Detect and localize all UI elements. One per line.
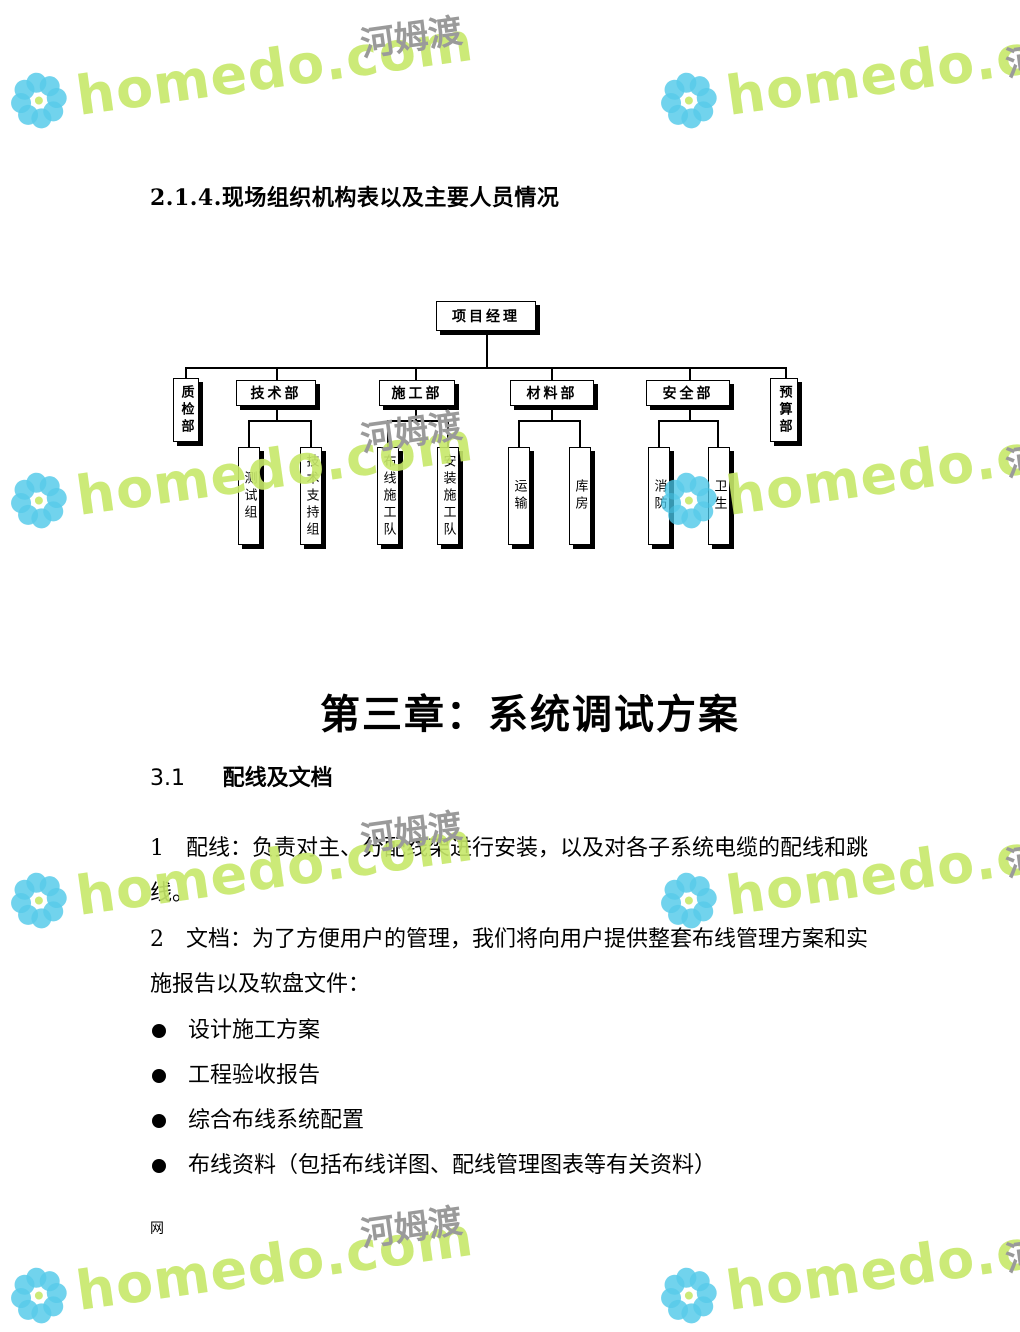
org-dept-quality: 质检部 <box>173 378 199 442</box>
list-item: 综合布线系统配置 <box>150 1098 716 1143</box>
dept-drop-line <box>185 367 187 382</box>
dept-drop-line <box>689 367 691 382</box>
group-connector <box>415 406 417 420</box>
org-group-install: 安装施工队 <box>437 447 459 545</box>
group-connector <box>689 406 691 420</box>
group-drop-line <box>658 420 660 448</box>
dept-drop-line <box>276 367 278 382</box>
group-drop-line <box>248 420 250 448</box>
org-root-box: 项目经理 <box>436 301 536 331</box>
chapter-title: 第三章：系统调试方案 <box>320 691 740 738</box>
group-drop-line <box>387 420 389 448</box>
section-heading: 2.1.4.现场组织机构表以及主要人员情况 <box>150 185 560 211</box>
group-bus-line <box>518 420 580 422</box>
org-group-transport: 运输 <box>508 447 530 545</box>
page-footer: 网 <box>150 1221 164 1237</box>
bullet-icon <box>152 1023 166 1038</box>
watermark-brand-cn: 河姆渡 <box>1003 1226 1020 1280</box>
watermark-brand-text: homedo.com <box>722 9 1020 128</box>
list-item-text: 综合布线系统配置 <box>188 1108 365 1133</box>
dept-drop-line <box>415 367 417 382</box>
org-dept-budget: 预算部 <box>770 378 798 442</box>
list-item-text: 设计施工方案 <box>188 1018 321 1043</box>
subsection-number: 3.1 <box>150 766 185 791</box>
watermark-brand-cn: 河姆渡 <box>358 1201 465 1255</box>
list-item: 设计施工方案 <box>150 1008 716 1053</box>
list-item-text: 布线资料（包括布线详图、配线管理图表等有关资料） <box>188 1153 717 1178</box>
org-dept-construction: 施工部 <box>379 380 455 406</box>
org-dept-material: 材料部 <box>510 380 594 406</box>
watermark-brand-cn: 河姆渡 <box>1003 31 1020 85</box>
org-dept-safety: 安全部 <box>646 380 730 406</box>
bullet-icon <box>152 1068 166 1083</box>
watermark-brand-cn: 河姆渡 <box>1003 431 1020 485</box>
group-bus-line <box>658 420 718 422</box>
org-dept-tech: 技术部 <box>236 380 316 406</box>
group-drop-line <box>310 420 312 448</box>
dept-drop-line <box>785 367 787 382</box>
group-bus-line <box>248 420 311 422</box>
group-connector <box>551 406 553 420</box>
root-connector <box>486 333 488 367</box>
dept-bus-line <box>185 367 785 369</box>
paragraph-documents: 2 文档：为了方便用户的管理，我们将向用户提供整套布线管理方案和实施报告以及软盘… <box>150 927 868 997</box>
subsection-title: 配线及文档 <box>222 765 333 791</box>
group-drop-line <box>447 420 449 448</box>
group-drop-line <box>717 420 719 448</box>
org-group-fire: 消防 <box>648 447 670 545</box>
org-group-test: 测试组 <box>238 447 260 545</box>
document-list: 设计施工方案 工程验收报告 综合布线系统配置 布线资料（包括布线详图、配线管理图… <box>150 1008 716 1188</box>
dept-drop-line <box>551 367 553 382</box>
group-drop-line <box>579 420 581 448</box>
list-item-text: 工程验收报告 <box>188 1063 321 1088</box>
list-item: 布线资料（包括布线详图、配线管理图表等有关资料） <box>150 1143 716 1188</box>
subsection-heading: 3.1 配线及文档 <box>150 760 333 792</box>
list-item: 工程验收报告 <box>150 1053 716 1098</box>
org-group-hygiene: 卫生 <box>708 447 730 545</box>
group-connector <box>276 406 278 420</box>
watermark-brand-text: homedo.com <box>722 409 1020 528</box>
org-group-tech-support: 技术支持组 <box>300 447 322 545</box>
watermark-brand-text: homedo.com <box>722 1204 1020 1323</box>
watermark-brand-cn: 河姆渡 <box>1003 831 1020 885</box>
bullet-icon <box>152 1113 166 1128</box>
org-group-warehouse: 库房 <box>569 447 591 545</box>
group-bus-line <box>387 420 448 422</box>
watermark-brand-cn: 河姆渡 <box>358 11 465 65</box>
bullet-icon <box>152 1158 166 1173</box>
paragraph-wiring: 1 配线：负责对主、分配线架进行安装，以及对各子系统电缆的配线和跳线。 <box>150 836 868 906</box>
group-drop-line <box>518 420 520 448</box>
org-group-cabling: 布线施工队 <box>377 447 399 545</box>
